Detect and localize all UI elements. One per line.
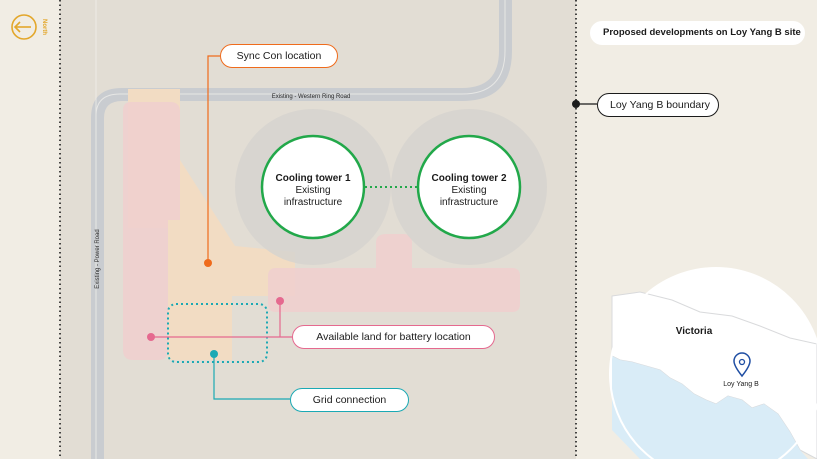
western-ring-road: [91, 0, 512, 459]
grid-connection-callout[interactable]: Grid connection: [290, 388, 409, 412]
cooling-tower-2-name: Cooling tower 2: [432, 173, 507, 184]
battery-land-zone-west: [123, 102, 180, 360]
cooling-tower-1-name: Cooling tower 1: [276, 173, 351, 184]
boundary-marker: [572, 100, 580, 108]
cooling-tower-1-line2: infrastructure: [284, 197, 343, 208]
cooling-tower-2-line2: infrastructure: [440, 197, 499, 208]
cooling-tower-1-line1: Existing: [295, 185, 330, 196]
north-icon: [11, 14, 37, 40]
boundary-callout[interactable]: Loy Yang B boundary: [597, 93, 719, 117]
cooling-tower-1[interactable]: Cooling tower 1 Existing infrastructure: [260, 134, 366, 240]
north-arrow: North: [11, 14, 47, 40]
battery-marker-west: [147, 333, 155, 341]
north-label: North: [41, 19, 47, 35]
sync-con-leader: [207, 55, 220, 262]
power-road-label: Existing - Power Road: [95, 229, 101, 288]
cooling-tower-2[interactable]: Cooling tower 2 Existing infrastructure: [416, 134, 522, 240]
battery-callout[interactable]: Available land for battery location: [292, 325, 495, 349]
location-pin-icon: [733, 352, 751, 378]
inset-location-label: Loy Yang B: [723, 381, 759, 388]
cooling-tower-2-line1: Existing: [451, 185, 486, 196]
sync-con-marker: [204, 259, 212, 267]
sea: [612, 356, 808, 459]
grid-connection-area: [167, 303, 268, 363]
inset-map: Victoria Loy Yang B: [609, 267, 817, 459]
battery-marker-east: [276, 297, 284, 305]
sync-con-callout[interactable]: Sync Con location: [220, 44, 338, 68]
road-inner-edge: [95, 0, 506, 459]
battery-land-zone-east: [268, 234, 520, 312]
western-ring-road-label: Existing - Western Ring Road: [272, 94, 351, 100]
inset-region-label: Victoria: [676, 326, 713, 337]
grid-leader: [213, 354, 290, 400]
grid-marker: [210, 350, 218, 358]
map-title: Proposed developments on Loy Yang B site: [590, 21, 805, 45]
